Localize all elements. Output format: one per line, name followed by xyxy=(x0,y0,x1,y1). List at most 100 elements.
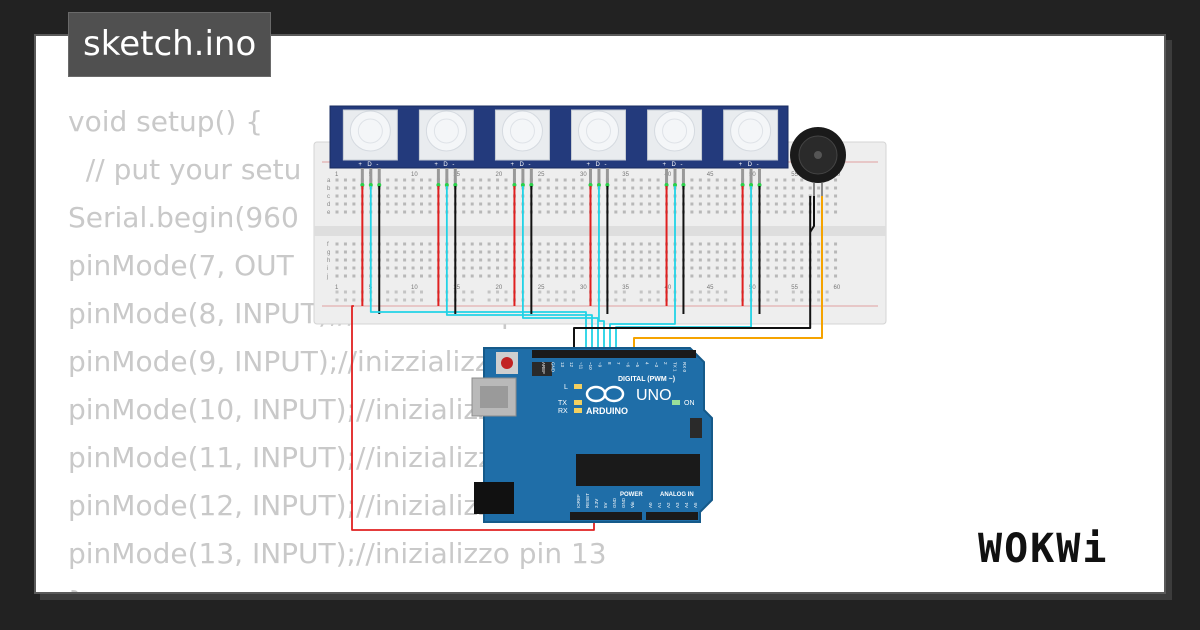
digital-pin-label: ~11 xyxy=(579,362,584,370)
arduino-brand: ARDUINO xyxy=(586,406,628,416)
pir-pin-label: + xyxy=(358,162,362,168)
arduino-uno[interactable]: L TX RX ON ARDUINO UNO DIGITAL (PWM ~) P… xyxy=(471,347,713,523)
arduino-model: UNO xyxy=(636,387,672,404)
code-line: pinMode(10, INPUT);//inizializzo pin 10 xyxy=(68,393,607,426)
column-number: 10 xyxy=(411,285,418,291)
digital-pin-label: AREF xyxy=(541,362,546,374)
pir-sensor: + D- xyxy=(647,109,703,187)
pir-pin-label: + xyxy=(739,162,743,168)
pir-pin xyxy=(597,168,601,184)
digital-header xyxy=(532,350,696,358)
pir-pin xyxy=(673,168,677,184)
pir-strip xyxy=(329,105,789,169)
pir-sensor: +D- xyxy=(418,109,474,187)
row-letter: h xyxy=(327,258,330,264)
row-letter: j xyxy=(326,274,328,280)
digital-pin-label: 4 xyxy=(644,362,649,365)
pir-pin-label: - xyxy=(528,162,530,168)
column-number: 25 xyxy=(538,172,545,178)
pir-pin-label: - xyxy=(452,162,454,168)
row-letter: a xyxy=(327,178,331,184)
wire-cyan xyxy=(609,186,676,354)
pir-pin xyxy=(512,168,516,184)
pir-pin-label: + xyxy=(663,162,667,168)
wire-red xyxy=(351,305,595,531)
analog-header xyxy=(646,512,698,520)
code-line: Serial.begin(960 xyxy=(68,201,299,234)
pin-indicator xyxy=(596,183,601,187)
pir-pin xyxy=(453,168,457,184)
pir-pin-label: - xyxy=(376,162,378,168)
power-pin-label: 3.3V xyxy=(594,499,599,508)
digital-label: DIGITAL (PWM ~) xyxy=(618,376,675,383)
power-pin-label: IOREF xyxy=(576,494,581,508)
pin-indicator xyxy=(520,183,525,187)
code-line: } xyxy=(68,578,607,592)
wire-orange xyxy=(633,196,823,354)
digital-pin-label: 8 xyxy=(607,362,612,365)
wires xyxy=(351,186,823,531)
pir-pin-label: - xyxy=(757,162,759,168)
row-letter: i xyxy=(327,266,328,272)
wire-black xyxy=(809,196,815,233)
column-number: 45 xyxy=(707,285,714,291)
column-number: 20 xyxy=(496,285,503,291)
column-number: 55 xyxy=(791,285,798,291)
digital-pin-label: ~5 xyxy=(635,362,640,368)
analog-pin-label: A5 xyxy=(693,502,698,508)
pir-dome-ring xyxy=(662,118,688,144)
column-number: 25 xyxy=(538,285,545,291)
pir-pin xyxy=(436,168,440,184)
power-pin-label: RESET xyxy=(585,493,590,508)
pir-pin xyxy=(665,168,669,184)
pir-pin-label: - xyxy=(681,162,683,168)
pin-indicator xyxy=(444,183,449,187)
digital-pin-label: GND xyxy=(550,362,555,373)
pir-dome xyxy=(501,110,543,152)
digital-pin-label: ~10 xyxy=(588,362,593,370)
pin-indicator xyxy=(673,183,677,187)
wokwi-logo: WOKWi xyxy=(978,526,1109,572)
code-line: pinMode(7, OUT xyxy=(68,249,294,282)
pir-pin-label: D xyxy=(672,162,677,168)
analog-label: ANALOG IN xyxy=(660,492,694,498)
power-pin-label: GND xyxy=(612,497,617,508)
pir-dome-ring xyxy=(509,118,535,144)
wire-cyan xyxy=(369,186,587,354)
digital-pin-label: TX 1 xyxy=(673,362,678,372)
digital-pin-label: ~3 xyxy=(654,362,659,368)
row-letter: d xyxy=(327,202,330,208)
microcontroller-chip xyxy=(576,454,700,486)
buzzer[interactable] xyxy=(790,127,846,196)
column-number: 35 xyxy=(622,285,629,291)
power-pin-label: GND xyxy=(621,497,626,508)
led-label-l: L xyxy=(564,384,568,391)
analog-pin-label: A3 xyxy=(675,502,680,508)
digital-pin-label: RX 0 xyxy=(682,362,687,373)
pir-pin xyxy=(605,168,609,184)
pir-pin xyxy=(758,168,761,184)
code-line: pinMode(9, INPUT);//inizzializzo pin 9 xyxy=(68,345,586,378)
pir-pin xyxy=(749,168,753,184)
pir-pin-label: - xyxy=(605,162,607,168)
code-line: pinMode(13, INPUT);//inizializzo pin 13 xyxy=(68,537,607,570)
pir-pin xyxy=(681,168,685,184)
pir-pin-label: + xyxy=(587,162,591,168)
column-number: 40 xyxy=(665,172,672,178)
analog-pin-label: A4 xyxy=(684,502,689,508)
column-number: 45 xyxy=(707,172,714,178)
pir-sensor: +D- xyxy=(342,109,398,187)
pir-dome-ring xyxy=(586,118,611,144)
pin-indicator xyxy=(368,183,373,187)
pir-sensors: +D-+D-+D-+D-+D-+D- xyxy=(329,105,789,187)
file-tab[interactable]: sketch.ino xyxy=(68,12,272,77)
pir-pin-label: + xyxy=(510,162,514,168)
led-label-tx: TX xyxy=(558,400,567,407)
column-number: 35 xyxy=(622,172,629,178)
column-number: 1 xyxy=(335,172,339,178)
column-number: 10 xyxy=(411,172,418,178)
pir-dome-ring xyxy=(433,118,459,144)
